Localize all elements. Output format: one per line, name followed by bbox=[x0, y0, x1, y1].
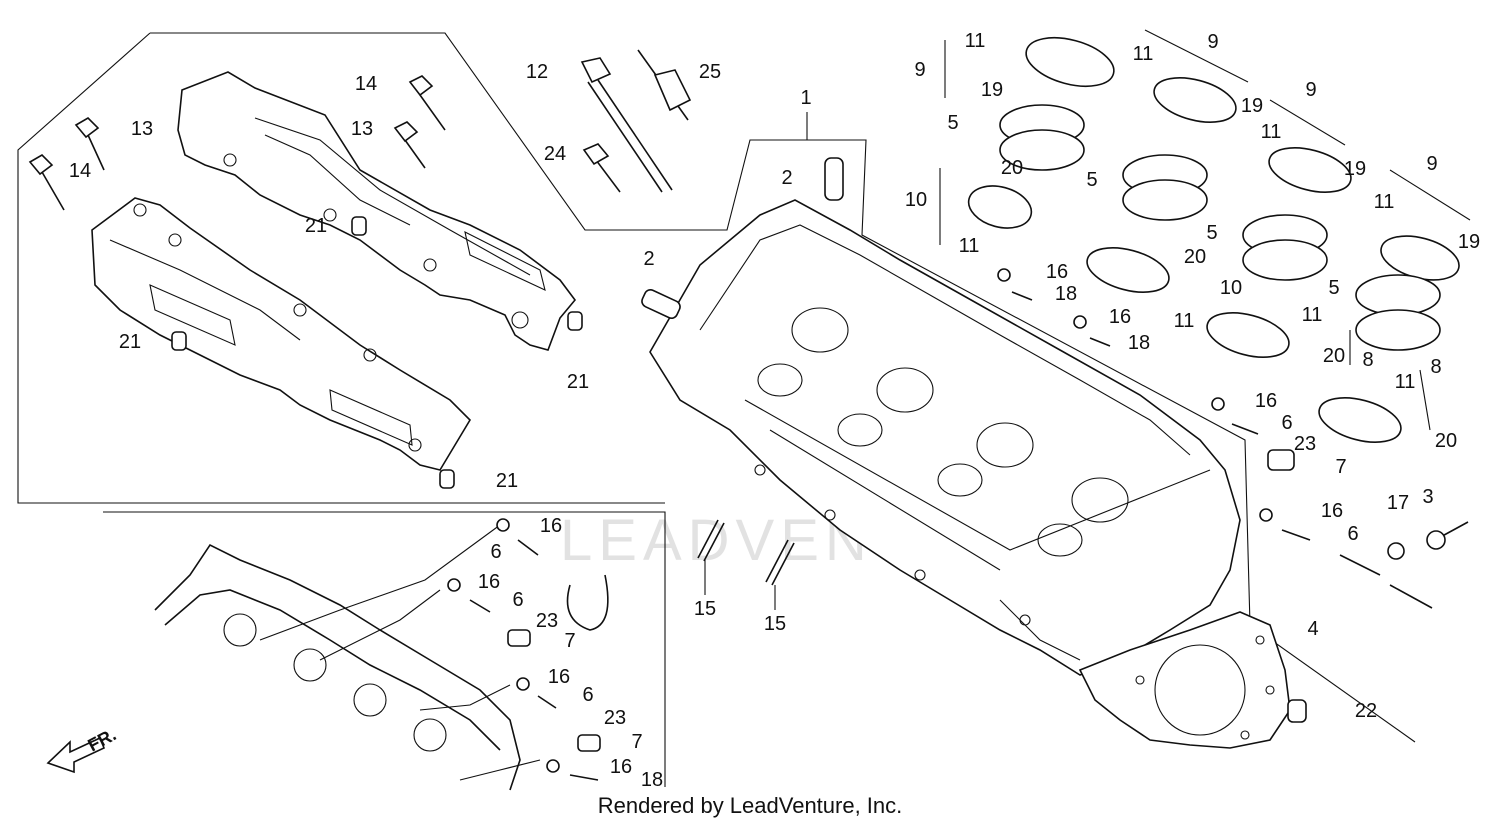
callout-number: 14 bbox=[69, 160, 91, 182]
callout-number: 9 bbox=[1426, 153, 1437, 175]
callout-number: 11 bbox=[1174, 310, 1195, 332]
callout-number: 8 bbox=[1362, 349, 1373, 371]
callout-number: 7 bbox=[564, 630, 575, 652]
callout-number: 22 bbox=[1355, 700, 1377, 722]
callout-number: 11 bbox=[1302, 304, 1323, 326]
callout-number: 8 bbox=[1430, 356, 1441, 378]
callout-number: 9 bbox=[1207, 31, 1218, 53]
callout-number: 11 bbox=[1395, 371, 1416, 393]
callout-number: 25 bbox=[699, 61, 721, 83]
callout-number: 11 bbox=[1133, 43, 1154, 65]
callout-number: 19 bbox=[1344, 158, 1366, 180]
callout-number: 9 bbox=[914, 59, 925, 81]
callout-number: 5 bbox=[1086, 169, 1097, 191]
callout-number: 13 bbox=[131, 118, 153, 140]
callout-number: 16 bbox=[610, 756, 632, 778]
callout-number: 9 bbox=[1305, 79, 1316, 101]
callout-number: 11 bbox=[959, 235, 980, 257]
callout-number: 6 bbox=[512, 589, 523, 611]
callout-number: 6 bbox=[490, 541, 501, 563]
callout-number: 24 bbox=[544, 143, 566, 165]
callout-number: 21 bbox=[567, 371, 589, 393]
cylinder-head-cover-front bbox=[91, 197, 472, 471]
inset-gallery bbox=[154, 518, 609, 791]
dowel-part bbox=[641, 288, 681, 320]
callout-number: 18 bbox=[641, 769, 663, 791]
callout-number: 5 bbox=[947, 112, 958, 134]
callout-number: 7 bbox=[631, 731, 642, 753]
callout-number: 13 bbox=[351, 118, 373, 140]
callout-number: 14 bbox=[355, 73, 377, 95]
callout-number: 21 bbox=[305, 215, 327, 237]
callout-number: 11 bbox=[1261, 121, 1282, 143]
callout-number: 17 bbox=[1387, 492, 1409, 514]
stud-parts bbox=[697, 519, 795, 610]
callout-number: 6 bbox=[582, 684, 593, 706]
callout-number: 18 bbox=[1128, 332, 1150, 354]
callout-number: 2 bbox=[643, 248, 654, 270]
callout-number: 3 bbox=[1422, 486, 1433, 508]
callout-number: 19 bbox=[1241, 95, 1263, 117]
group-frames bbox=[17, 32, 1416, 787]
callout-number: 20 bbox=[1435, 430, 1457, 452]
callout-number: 15 bbox=[694, 598, 716, 620]
head-gasket bbox=[1078, 611, 1291, 749]
cylinder-head-cover-rear bbox=[177, 71, 577, 351]
callout-number: 10 bbox=[905, 189, 927, 211]
callout-number: 23 bbox=[536, 610, 558, 632]
insulators-and-clamps bbox=[939, 29, 1471, 443]
callout-number: 16 bbox=[540, 515, 562, 537]
callout-number: 5 bbox=[1206, 222, 1217, 244]
callout-number: 20 bbox=[1184, 246, 1206, 268]
callout-number: 16 bbox=[1321, 500, 1343, 522]
callout-number: 10 bbox=[1220, 277, 1242, 299]
callout-number: 23 bbox=[604, 707, 626, 729]
callout-number: 6 bbox=[1281, 412, 1292, 434]
callout-number: 20 bbox=[1323, 345, 1345, 367]
callout-number: 16 bbox=[1046, 261, 1068, 283]
callout-number: 2 bbox=[781, 167, 792, 189]
callout-number: 15 bbox=[764, 613, 786, 635]
callout-number: 23 bbox=[1294, 433, 1316, 455]
callout-number: 19 bbox=[981, 79, 1003, 101]
dowel-part bbox=[1287, 699, 1307, 723]
callout-number: 19 bbox=[1458, 231, 1480, 253]
credit-text: Rendered by LeadVenture, Inc. bbox=[598, 793, 903, 818]
fittings-right bbox=[997, 268, 1469, 609]
callout-number: 6 bbox=[1347, 523, 1358, 545]
bolt-parts-left bbox=[28, 49, 692, 489]
callout-number: 5 bbox=[1328, 277, 1339, 299]
cylinder-head-main bbox=[649, 199, 1241, 676]
callout-number: 11 bbox=[965, 30, 986, 52]
front-direction-arrow bbox=[46, 736, 106, 774]
callout-number: 21 bbox=[496, 470, 518, 492]
callout-number: 16 bbox=[478, 571, 500, 593]
callout-number: 1 bbox=[800, 87, 811, 109]
callout-number: 12 bbox=[526, 61, 548, 83]
callout-number: 20 bbox=[1001, 157, 1023, 179]
dowel-part bbox=[824, 157, 844, 201]
callout-number: 18 bbox=[1055, 283, 1077, 305]
callout-number: 16 bbox=[548, 666, 570, 688]
callout-number: 16 bbox=[1255, 390, 1277, 412]
callout-number: 4 bbox=[1307, 618, 1318, 640]
callout-number: 16 bbox=[1109, 306, 1131, 328]
callout-number: 7 bbox=[1335, 456, 1346, 478]
callout-number: 11 bbox=[1374, 191, 1395, 213]
callout-number: 21 bbox=[119, 331, 141, 353]
